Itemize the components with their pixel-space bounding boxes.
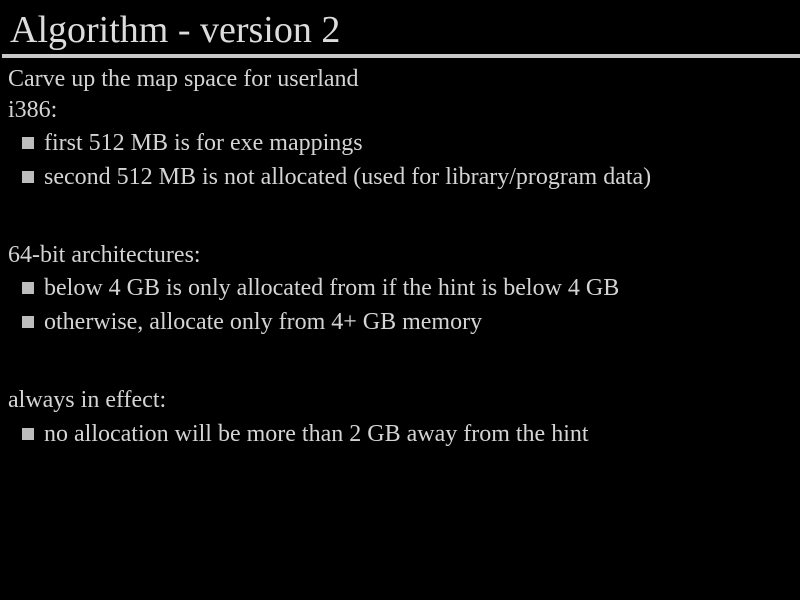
section-heading-always: always in effect:	[8, 387, 167, 413]
bullet-item: below 4 GB is only allocated from if the…	[22, 273, 619, 303]
bullet-text: second 512 MB is not allocated (used for…	[44, 164, 652, 190]
slide-title: Algorithm - version 2	[10, 9, 341, 51]
bullet-item: second 512 MB is not allocated (used for…	[22, 162, 651, 192]
square-bullet-icon	[22, 137, 34, 149]
bullet-text: first 512 MB is for exe mappings	[44, 130, 363, 156]
title-divider	[2, 54, 800, 58]
bullet-item: no allocation will be more than 2 GB awa…	[22, 419, 589, 449]
square-bullet-icon	[22, 428, 34, 440]
bullet-text: below 4 GB is only allocated from if the…	[44, 275, 620, 301]
bullet-text: no allocation will be more than 2 GB awa…	[44, 421, 589, 447]
square-bullet-icon	[22, 316, 34, 328]
bullet-item: first 512 MB is for exe mappings	[22, 128, 363, 158]
section-heading-64bit: 64-bit architectures:	[8, 242, 201, 268]
square-bullet-icon	[22, 171, 34, 183]
square-bullet-icon	[22, 282, 34, 294]
bullet-text: otherwise, allocate only from 4+ GB memo…	[44, 309, 483, 335]
bullet-item: otherwise, allocate only from 4+ GB memo…	[22, 307, 482, 337]
intro-text: Carve up the map space for userland	[8, 66, 359, 92]
section-heading-i386: i386:	[8, 97, 58, 123]
